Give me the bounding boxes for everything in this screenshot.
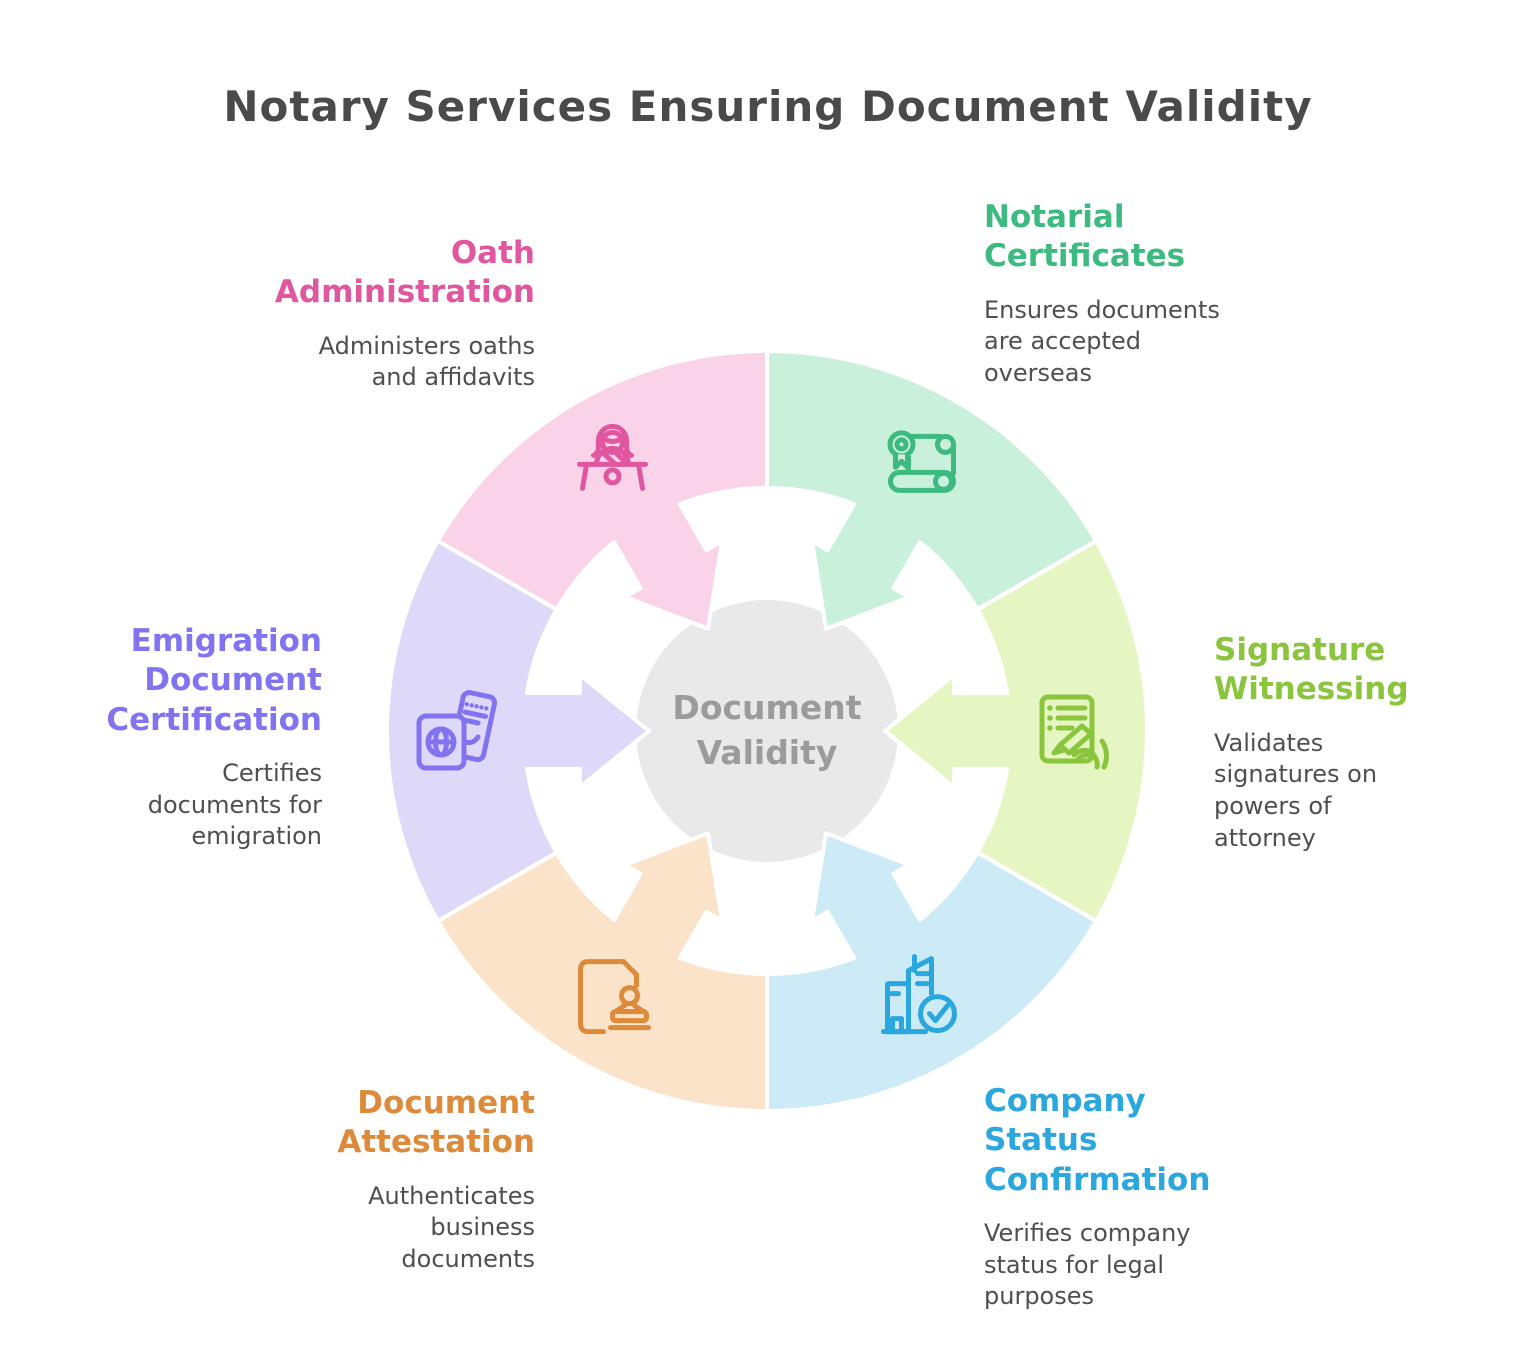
segment-description: Authenticates business documents [368, 1181, 535, 1274]
segment-block-emigration-document-certification: Emigration Document Certification Certif… [62, 622, 322, 853]
segment-signature-witnessing [883, 539, 1149, 923]
segment-block-signature-witnessing: Signature Witnessing Validates signature… [1214, 631, 1434, 854]
segment-title: Company Status Confirmation [984, 1083, 1211, 1198]
passport-ticket-icon [416, 690, 498, 771]
segment-emigration-document-certification [385, 539, 651, 923]
segment-title: Emigration Document Certification [106, 623, 322, 738]
page-title: Notary Services Ensuring Document Validi… [223, 82, 1313, 131]
segment-description: Ensures documents are accepted overseas [984, 295, 1220, 388]
segment-description: Certifies documents for emigration [147, 759, 322, 851]
segment-title: Notarial Certificates [984, 199, 1186, 275]
segment-block-oath-administration: Oath Administration Administers oaths an… [195, 234, 535, 394]
document-stamp-icon [578, 959, 651, 1035]
segment-block-document-attestation: Document Attestation Authenticates busin… [215, 1084, 535, 1276]
segment-block-notarial-certificates: Notarial Certificates Ensures documents … [984, 198, 1244, 390]
center-label: Document Validity [672, 688, 862, 772]
segment-title: Signature Witnessing [1214, 632, 1409, 708]
segment-description: Validates signatures on powers of attorn… [1214, 728, 1378, 852]
segment-title: Oath Administration [274, 235, 535, 311]
person-at-desk-icon [577, 423, 648, 491]
segment-description: Verifies company status for legal purpos… [984, 1219, 1191, 1311]
center-circle [636, 600, 898, 862]
certificate-scroll-icon [887, 430, 956, 493]
document-signing-icon [1039, 694, 1109, 770]
segment-description: Administers oaths and affidavits [318, 331, 535, 392]
segment-block-company-status-confirmation: Company Status Confirmation Verifies com… [984, 1082, 1211, 1313]
segment-title: Document Attestation [337, 1085, 535, 1161]
building-check-icon [881, 954, 957, 1035]
